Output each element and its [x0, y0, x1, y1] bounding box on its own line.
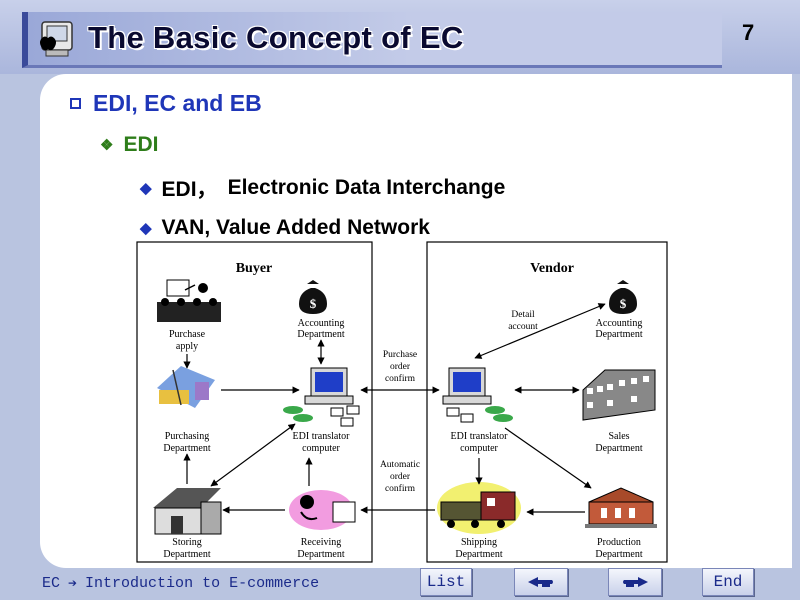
- page-title: The Basic Concept of EC: [88, 20, 464, 55]
- right-arrow-icon: ➔: [68, 576, 78, 593]
- sales-label-2: Department: [595, 443, 642, 454]
- house-icon: [153, 488, 222, 535]
- vendor-accounting-label-1: Accounting: [596, 318, 643, 329]
- next-button[interactable]: [608, 568, 662, 596]
- apple-computer-icon: [40, 21, 73, 57]
- bullet-level2: ❖ EDI: [100, 132, 158, 158]
- end-button[interactable]: End: [702, 568, 754, 596]
- bullet-level3-edi: ◆ EDI， Electronic Data Interchange: [140, 174, 505, 202]
- buyer-edi-label-2: computer: [302, 443, 340, 454]
- factory-icon: [585, 487, 657, 528]
- diamond-cluster-bullet-icon: ❖: [100, 137, 114, 154]
- footer-course-label: EC ➔ Introduction to E-commerce: [42, 574, 319, 593]
- automatic-order-label-2: order: [390, 472, 411, 482]
- bullet-van-text: VAN, Value Added Network: [161, 216, 430, 239]
- buyer-edi-computer-icon: [283, 367, 360, 427]
- vendor-box: [426, 241, 668, 563]
- purchasing-icon: [157, 366, 215, 408]
- vendor-edi-label-1: EDI translator: [451, 431, 509, 442]
- shipping-label-1: Shipping: [461, 537, 497, 548]
- flow-arrows: [183, 303, 606, 516]
- footer-prefix: EC: [42, 575, 61, 592]
- edi-flow-diagram: Buyer Vendor Purchase apply $ Accounting…: [135, 240, 670, 565]
- previous-button[interactable]: [514, 568, 568, 596]
- buyer-edi-label-1: EDI translator: [293, 431, 351, 442]
- purchase-apply-label-2: apply: [176, 341, 198, 352]
- shipping-label-2: Department: [455, 549, 502, 560]
- office-building-icon: [582, 369, 656, 421]
- diamond-bullet-icon: ◆: [140, 180, 152, 197]
- receiving-label-1: Receiving: [301, 537, 342, 548]
- meeting-icon: [157, 279, 221, 322]
- sales-label-1: Sales: [608, 431, 629, 442]
- hand-pointing-left-icon: [528, 577, 553, 587]
- purchase-order-label-3: confirm: [385, 373, 416, 384]
- diamond-bullet-icon: ◆: [140, 220, 152, 237]
- slide-number: 7: [742, 20, 755, 45]
- shipping-truck-icon: [437, 482, 521, 534]
- receiving-label-2: Department: [297, 549, 344, 560]
- purchasing-label-2: Department: [163, 443, 210, 454]
- bullet-level2-text: EDI: [123, 133, 159, 156]
- vendor-edi-computer-icon: [442, 367, 513, 423]
- bullet-level1-text: EDI, EC and EB: [93, 89, 262, 116]
- production-label-2: Department: [595, 549, 642, 560]
- bullet-edi-definition: Electronic Data Interchange: [227, 176, 506, 199]
- receiving-icon: [289, 490, 356, 530]
- square-bullet-icon: [70, 97, 81, 109]
- footer-title: Introduction to E-commerce: [85, 575, 320, 592]
- buyer-title: Buyer: [236, 261, 273, 276]
- vendor-title: Vendor: [530, 261, 574, 276]
- buyer-box: [136, 241, 373, 563]
- storing-label-1: Storing: [172, 537, 201, 548]
- money-bag-icon: $: [299, 280, 327, 314]
- detail-account-label-2: account: [508, 322, 538, 332]
- storing-label-2: Department: [163, 549, 210, 560]
- list-button[interactable]: List: [420, 568, 472, 596]
- automatic-order-label-3: confirm: [385, 483, 416, 494]
- dollar-sign: $: [310, 296, 317, 311]
- purchase-order-label-2: order: [390, 362, 411, 372]
- purchase-apply-label-1: Purchase: [169, 329, 206, 340]
- vendor-money-bag-icon: $: [609, 280, 637, 314]
- bullet-level1: EDI, EC and EB: [70, 90, 262, 116]
- production-label-1: Production: [597, 537, 641, 548]
- vendor-accounting-label-2: Department: [595, 329, 642, 340]
- vendor-edi-label-2: computer: [460, 443, 498, 454]
- purchase-order-label-1: Purchase: [383, 350, 417, 360]
- buyer-accounting-label-2: Department: [297, 329, 344, 340]
- detail-account-label-1: Detail: [511, 310, 535, 320]
- hand-pointing-right-icon: [623, 577, 648, 587]
- title-bar: [22, 12, 722, 68]
- automatic-order-label-1: Automatic: [380, 460, 420, 470]
- bullet-level3-van: ◆ VAN, Value Added Network: [140, 214, 430, 242]
- purchasing-label-1: Purchasing: [165, 431, 209, 442]
- buyer-accounting-label-1: Accounting: [298, 318, 345, 329]
- bullet-edi-term: EDI，: [161, 178, 218, 201]
- vendor-dollar-sign: $: [620, 296, 627, 311]
